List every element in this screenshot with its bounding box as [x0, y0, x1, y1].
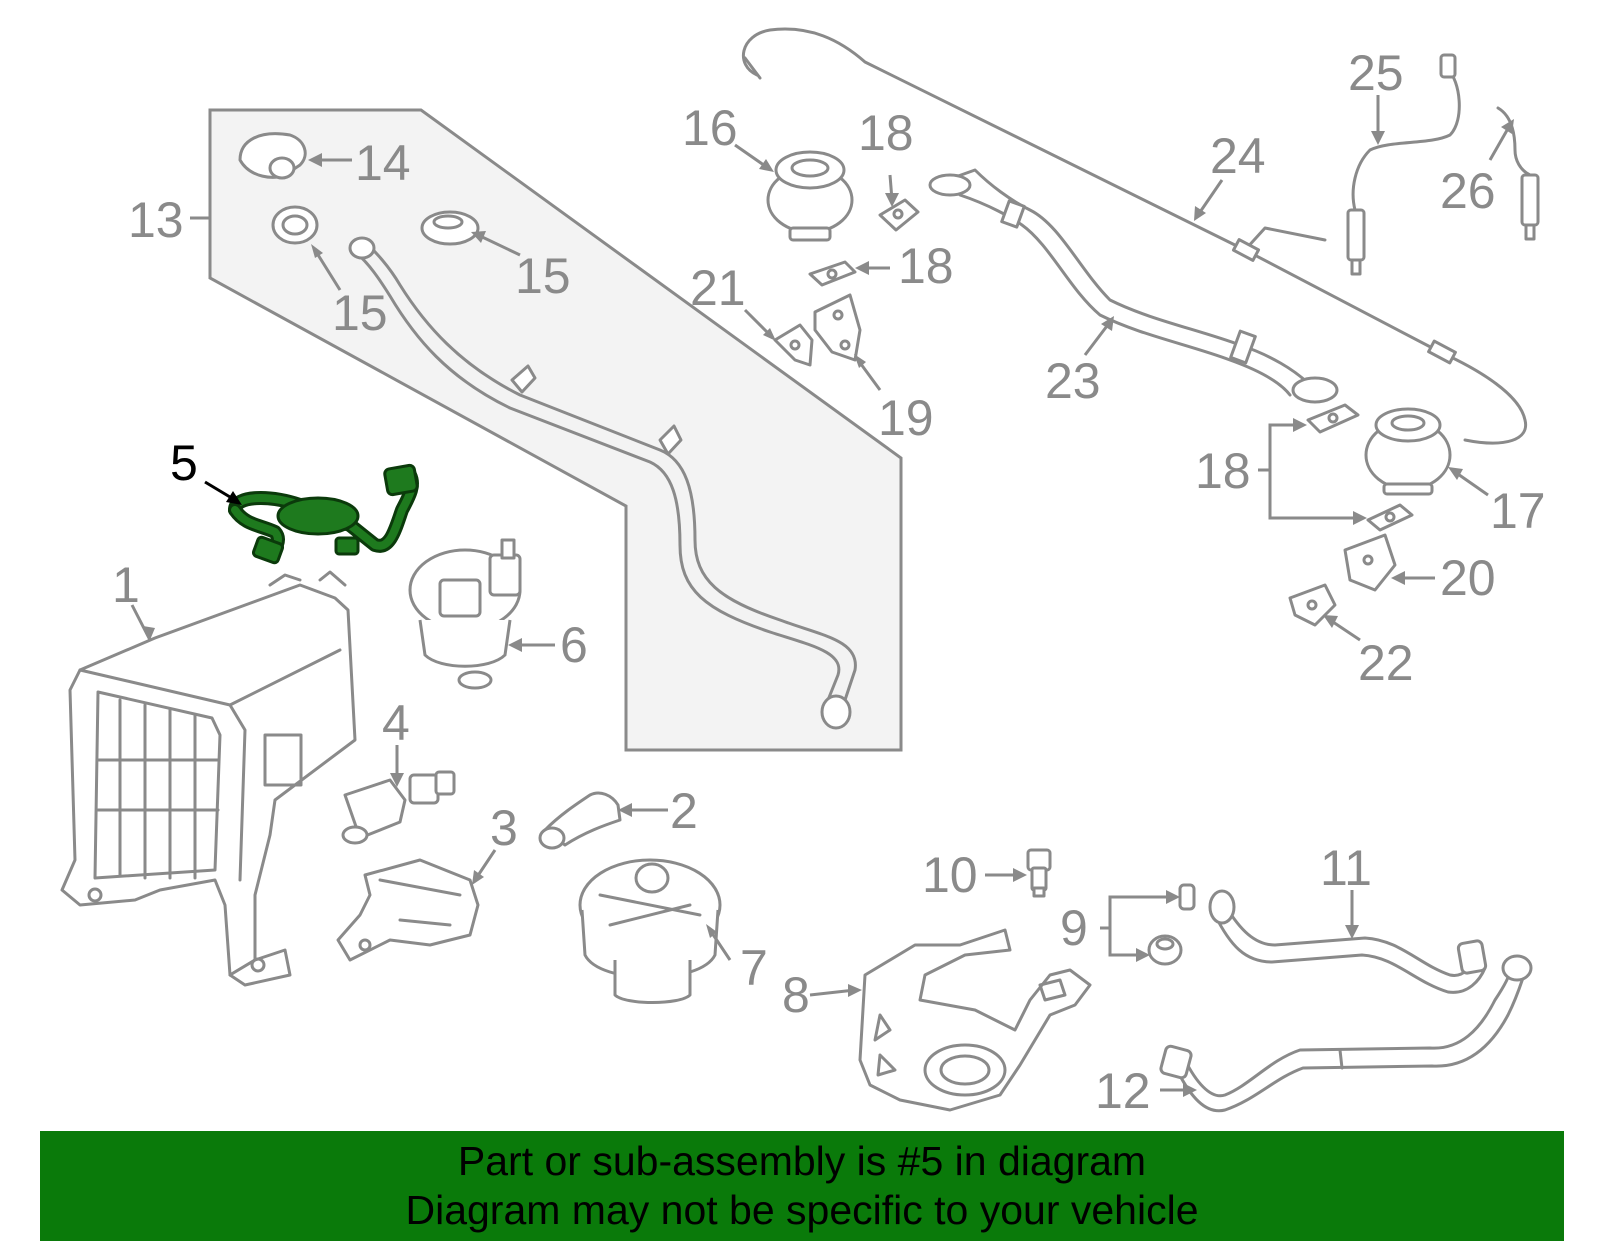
part-4-valve[interactable] [341, 770, 456, 845]
part-14-elbow[interactable] [238, 132, 307, 180]
part-18-gasket-mid[interactable] [808, 260, 857, 287]
part-5-hose-assembly[interactable] [228, 463, 419, 565]
part-15-clamp-right[interactable] [420, 210, 480, 246]
callout-labels: 1 2 3 4 5 6 7 8 9 10 11 12 13 14 15 15 1… [112, 45, 1546, 1119]
callout-2: 2 [670, 783, 698, 839]
group-13-panel [208, 108, 903, 752]
callout-5: 5 [170, 435, 198, 491]
part-18-gasket-right-top[interactable] [1306, 403, 1360, 434]
callout-20: 20 [1440, 550, 1496, 606]
callout-15-right: 15 [515, 248, 571, 304]
part-21-gasket[interactable] [773, 323, 814, 367]
callout-18-top: 18 [858, 105, 914, 161]
part-2-elbow[interactable] [538, 791, 622, 850]
banner-line-2: Diagram may not be specific to your vehi… [405, 1187, 1199, 1233]
callout-24: 24 [1210, 128, 1266, 184]
callout-22: 22 [1358, 635, 1414, 691]
callout-18-right: 18 [1195, 443, 1251, 499]
callout-23: 23 [1045, 353, 1101, 409]
part-15-clamp-left[interactable] [271, 205, 319, 245]
callout-1: 1 [112, 557, 140, 613]
part-18-gasket-top[interactable] [878, 198, 920, 232]
callout-4: 4 [382, 695, 410, 751]
leader-lines [130, 95, 1514, 1097]
part-18-gasket-right-bottom[interactable] [1366, 503, 1414, 532]
part-9-grommet-large[interactable] [1147, 934, 1183, 966]
callout-26: 26 [1440, 163, 1496, 219]
banner-line-1: Part or sub-assembly is #5 in diagram [457, 1138, 1147, 1184]
part-26-sensor[interactable] [1496, 106, 1540, 241]
callout-12: 12 [1095, 1063, 1151, 1119]
part-13-tube[interactable] [348, 236, 857, 730]
part-22-gasket[interactable] [1288, 583, 1337, 627]
part-9-grommet-small[interactable] [1178, 883, 1196, 911]
part-7-air-pump[interactable] [578, 858, 722, 1004]
callout-18-mid: 18 [898, 238, 954, 294]
part-20-gasket[interactable] [1343, 533, 1397, 592]
callout-13: 13 [128, 192, 184, 248]
part-23-tube[interactable] [928, 168, 1339, 404]
part-8-bracket[interactable] [858, 928, 1092, 1112]
callout-25: 25 [1348, 45, 1404, 101]
part-1-canister[interactable] [60, 570, 357, 987]
callout-14: 14 [355, 135, 411, 191]
callout-16: 16 [682, 100, 738, 156]
callout-19: 19 [878, 390, 934, 446]
part-10-plug[interactable] [1026, 848, 1052, 898]
part-25-sensor[interactable] [1346, 53, 1461, 276]
callout-17: 17 [1490, 483, 1546, 539]
part-3-bracket[interactable] [336, 858, 480, 962]
callout-21: 21 [690, 260, 746, 316]
part-12-hose[interactable] [1159, 954, 1533, 1113]
part-16-valve[interactable] [766, 150, 854, 242]
part-24-tube[interactable] [741, 27, 1528, 445]
info-banner: Part or sub-assembly is #5 in diagram Di… [40, 1131, 1564, 1241]
callout-9: 9 [1060, 900, 1088, 956]
part-6-pump[interactable] [408, 538, 522, 690]
callout-10: 10 [922, 847, 978, 903]
part-19-gasket[interactable] [813, 293, 862, 362]
part-17-valve[interactable] [1364, 407, 1452, 496]
callout-6: 6 [560, 617, 588, 673]
callout-15-left: 15 [332, 285, 388, 341]
callout-8: 8 [782, 967, 810, 1023]
callout-3: 3 [490, 800, 518, 856]
callout-11: 11 [1320, 840, 1372, 896]
part-11-hose[interactable] [1208, 889, 1488, 994]
callout-7: 7 [740, 940, 768, 996]
